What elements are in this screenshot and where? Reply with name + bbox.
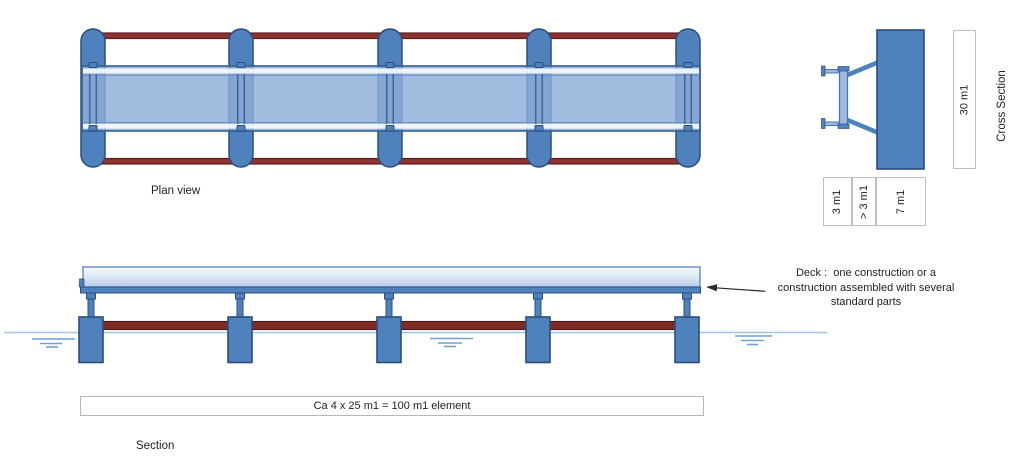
float [78,316,104,364]
dim-label-gt3m: > 3 m1 [858,184,870,219]
cross-section-pontoon [876,29,925,170]
deck-note: Deck : one construction or a constructio… [770,266,962,310]
cross-section-drawing [821,29,925,170]
cross-section-length-box: 30 m1 [953,30,976,169]
deck-note-arrow [706,284,766,292]
plan-deck-band [81,65,701,132]
deck-note-line: Deck : one construction or a [795,267,936,279]
float [227,316,253,364]
cross-section-frame [821,59,881,136]
element-length-box: Ca 4 x 25 m1 = 100 m1 element [80,396,704,416]
element-length-label: Ca 4 x 25 m1 = 100 m1 element [313,400,471,412]
dim-box-gt3m: > 3 m1 [852,177,876,226]
deck-note-line: construction assembled with several [777,281,955,294]
section-deck-girder [80,286,701,294]
float [674,316,700,364]
water-symbol [32,338,75,348]
dim-box-7m: 7 m1 [876,177,926,226]
cross-section-caption: Cross Section [996,70,1008,142]
section-deck-edge-notch [79,278,85,288]
dim-box-3m: 3 m1 [823,177,852,226]
section-deck-slab [82,266,701,288]
plan-view-drawing [80,28,701,168]
section-drawing [4,266,827,364]
cross-section-length-label: 30 m1 [958,84,971,115]
section-floats [78,316,700,364]
water-symbol [430,337,473,348]
section-caption: Section [136,440,175,452]
water-symbol [735,335,772,346]
dim-label-3m: 3 m1 [831,189,844,214]
plan-view-caption: Plan view [151,185,201,197]
dim-label-7m: 7 m1 [895,189,907,214]
section-posts [86,292,692,319]
deck-note-line: standard parts [830,296,902,308]
float [525,316,551,364]
cross-section-caption-wrap: Cross Section [989,60,1015,152]
float [376,316,402,364]
plan-deck-connectors [88,62,693,132]
